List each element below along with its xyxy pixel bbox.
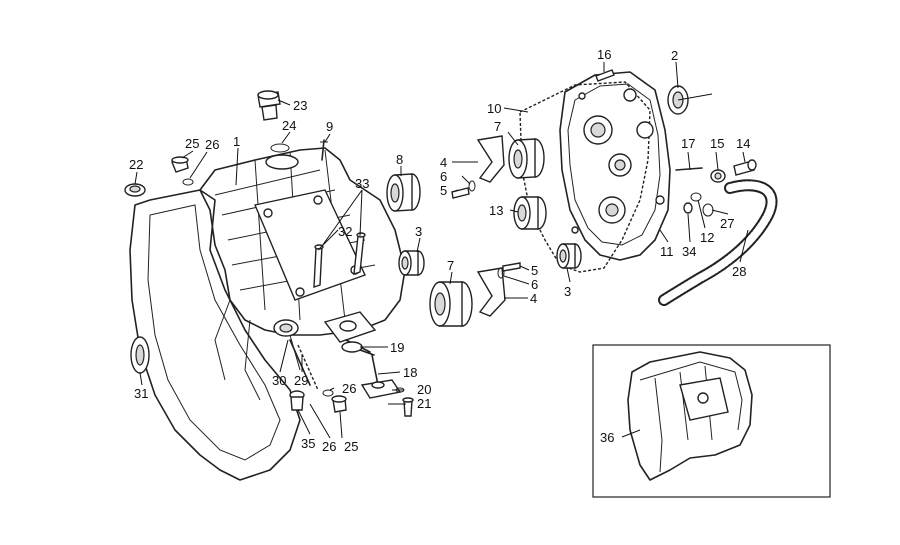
callout-16: 16 <box>597 47 611 62</box>
part-25-plug-top <box>171 156 189 173</box>
callout-25: 25 <box>344 439 358 454</box>
callout-3: 3 <box>564 284 571 299</box>
part-34-fitting <box>683 202 693 214</box>
callout-26: 26 <box>322 439 336 454</box>
callout-2: 2 <box>671 48 678 63</box>
part-21-screw <box>402 397 414 417</box>
part-3-bearing-right <box>556 243 582 269</box>
part-15-union <box>710 169 726 183</box>
callout-13: 13 <box>489 203 503 218</box>
part-17-stud <box>675 167 703 171</box>
callout-24: 24 <box>282 118 296 133</box>
callout-34: 34 <box>682 244 696 259</box>
part-16-bolt <box>595 69 615 82</box>
part-27-clip <box>702 203 714 217</box>
callout-25: 25 <box>185 136 199 151</box>
callout-18: 18 <box>403 365 417 380</box>
gearbox-housing <box>129 147 406 481</box>
part-25-plug-lower <box>331 395 347 413</box>
part-31-seal <box>130 336 150 374</box>
callout-33: 33 <box>355 176 369 191</box>
callout-20: 20 <box>417 382 431 397</box>
callout-4: 4 <box>440 155 447 170</box>
callout-12: 12 <box>700 230 714 245</box>
part-35-plug <box>289 390 305 411</box>
callout-32: 32 <box>338 224 352 239</box>
callout-26: 26 <box>342 381 356 396</box>
part-10-gasket <box>519 81 651 273</box>
part-14-banjo-bolt <box>733 159 757 176</box>
part-6-washer-lower <box>497 267 505 279</box>
part-5-screw-upper <box>451 187 470 199</box>
part-23-filler-plug <box>257 90 281 121</box>
part-9-stud <box>320 139 328 161</box>
callout-26: 26 <box>205 137 219 152</box>
inset-assembly-view <box>592 344 831 498</box>
callout-9: 9 <box>326 119 333 134</box>
callout-28: 28 <box>732 264 746 279</box>
callout-6: 6 <box>440 169 447 184</box>
part-7-bearing-upper <box>508 138 545 179</box>
callout-19: 19 <box>390 340 404 355</box>
callout-7: 7 <box>447 258 454 273</box>
part-28-breather-hose <box>658 179 778 306</box>
callout-23: 23 <box>293 98 307 113</box>
callout-10: 10 <box>487 101 501 116</box>
part-24-o-ring <box>270 143 290 153</box>
callout-6: 6 <box>531 277 538 292</box>
callout-21: 21 <box>417 396 431 411</box>
callout-17: 17 <box>681 136 695 151</box>
part-6-washer-upper <box>468 180 476 192</box>
callout-27: 27 <box>720 216 734 231</box>
part-30-rod <box>289 339 311 386</box>
callout-11: 11 <box>660 244 674 259</box>
part-33-studs <box>313 232 366 288</box>
callout-4: 4 <box>530 291 537 306</box>
callout-5: 5 <box>440 183 447 198</box>
part-22-seal <box>124 183 146 197</box>
part-5-screw-lower <box>502 262 521 272</box>
callout-22: 22 <box>129 157 143 172</box>
part-8-bearing <box>386 173 421 212</box>
part-3-bearing-left <box>398 250 425 276</box>
callout-36: 36 <box>600 430 614 445</box>
callout-15: 15 <box>710 136 724 151</box>
callout-8: 8 <box>396 152 403 167</box>
part-29-spring <box>297 344 319 391</box>
callout-labels: 1 2 3 3 4 4 5 5 6 6 7 7 8 9 10 11 12 13 … <box>129 47 750 454</box>
callout-31: 31 <box>134 386 148 401</box>
callout-7: 7 <box>494 119 501 134</box>
part-26-washer-top <box>182 178 194 186</box>
part-12-washer <box>690 192 702 202</box>
part-4-retainer-upper <box>476 135 505 183</box>
part-2-axis <box>677 93 713 101</box>
part-11-rear-cover <box>559 71 671 261</box>
part-26-washer-lower <box>322 389 334 397</box>
callout-1: 1 <box>233 134 240 149</box>
callout-35: 35 <box>301 436 315 451</box>
callout-30: 30 <box>272 373 286 388</box>
callout-5: 5 <box>531 263 538 278</box>
part-13-bearing <box>513 196 547 230</box>
part-4-retainer-lower <box>476 267 506 317</box>
callout-3: 3 <box>415 224 422 239</box>
callout-29: 29 <box>294 373 308 388</box>
leader-lines <box>134 61 749 439</box>
part-18-selector <box>360 354 402 399</box>
part-7-bearing-lower <box>429 281 473 327</box>
callout-14: 14 <box>736 136 750 151</box>
